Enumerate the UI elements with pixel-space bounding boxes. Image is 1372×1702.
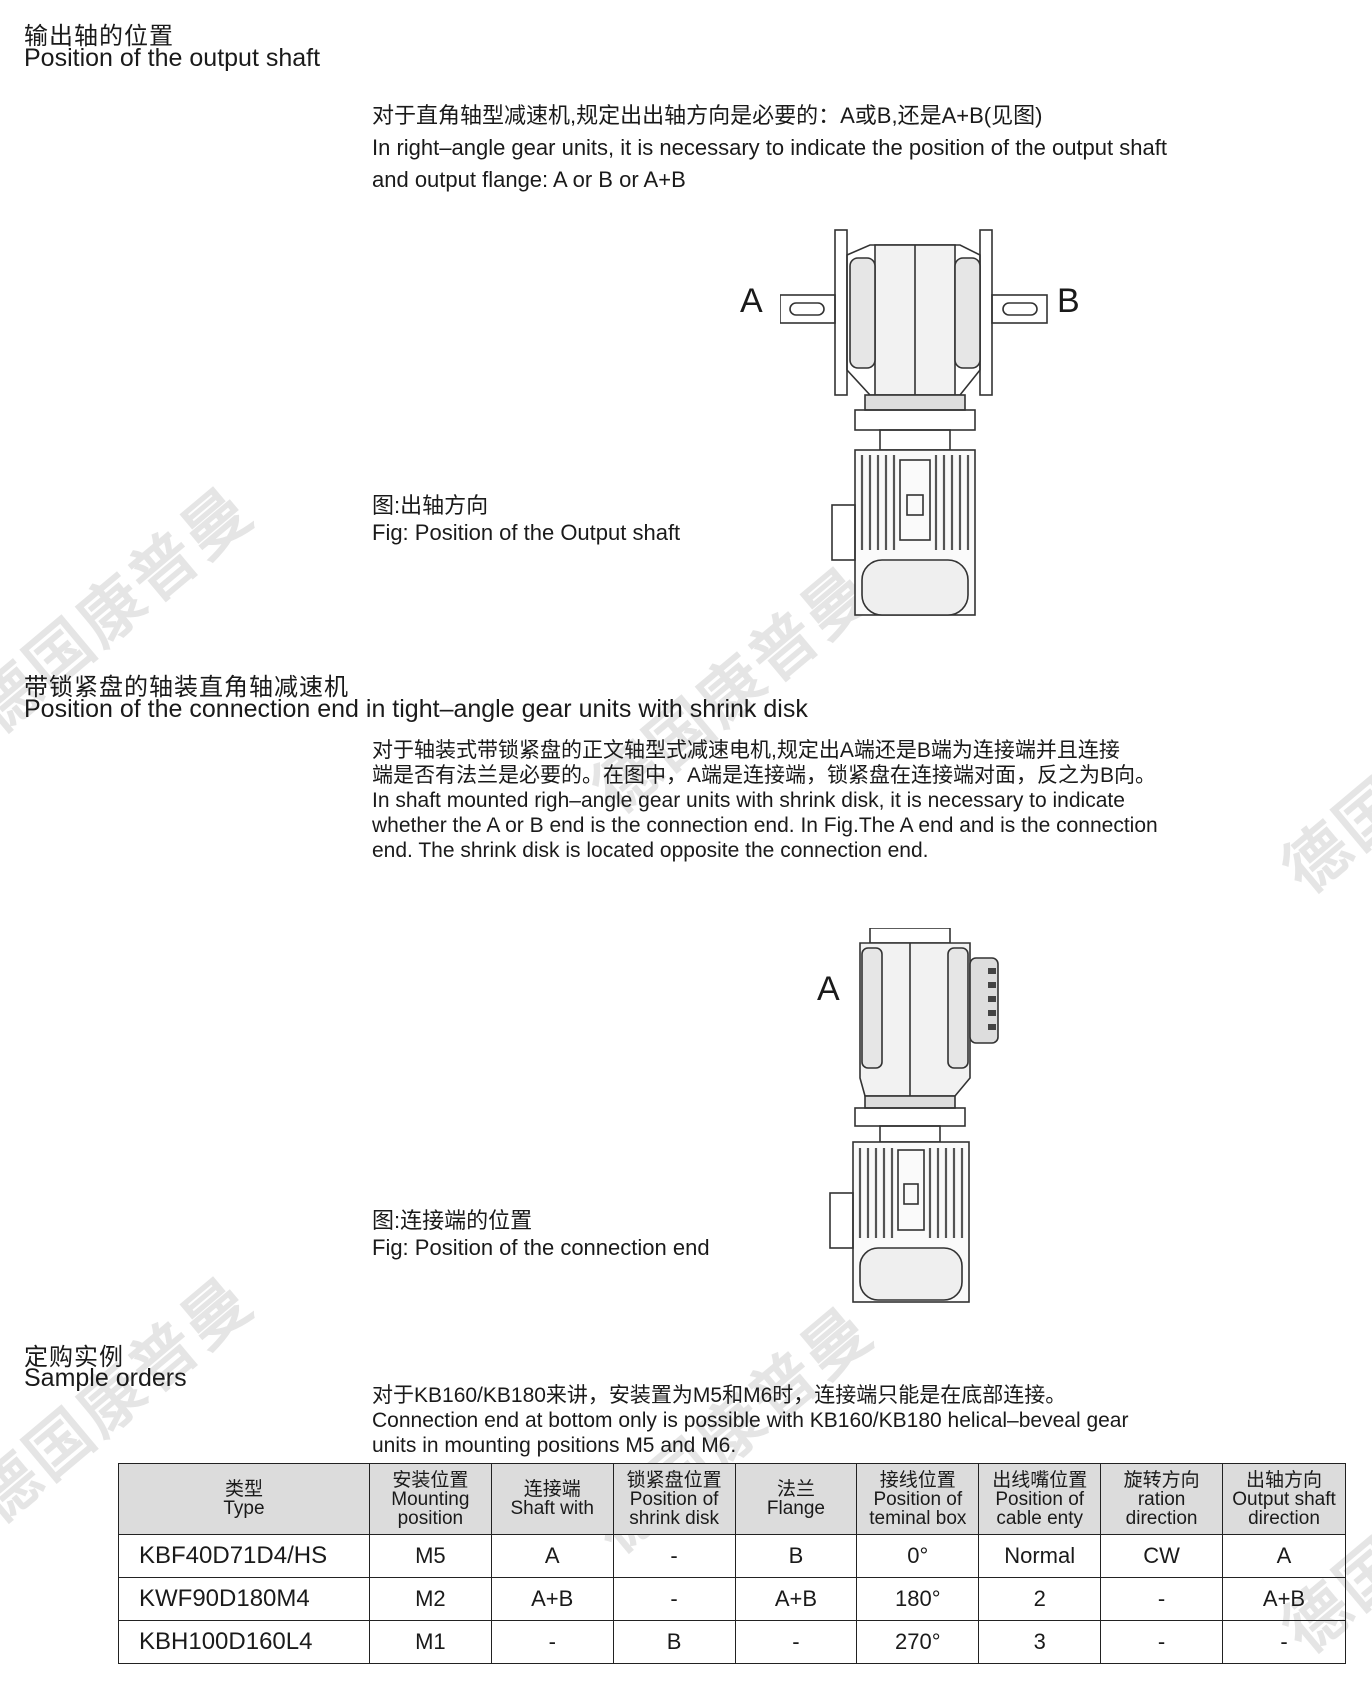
section3-para-cn: 对于KB160/KB180来讲，安装置为M5和M6时，连接端只能是在底部连接。 bbox=[372, 1384, 1067, 1407]
section2-title-cn: 带锁紧盘的轴装直角轴减速机 bbox=[24, 674, 349, 701]
cell-shaft: - bbox=[490, 1620, 614, 1664]
section3-para-en-1: Connection end at bottom only is possibl… bbox=[372, 1409, 1129, 1432]
section1-para-cn: 对于直角轴型减速机,规定出出轴方向是必要的：A或B,还是A+B(见图) bbox=[372, 103, 1043, 128]
table-row: KBF40D71D4/HS M5 A - B 0° Normal CW A bbox=[118, 1534, 1346, 1578]
watermark: 德国康普曼 bbox=[1269, 632, 1372, 907]
cell-terminal-box: 270° bbox=[856, 1620, 980, 1664]
cell-cable-entry: 3 bbox=[978, 1620, 1102, 1664]
cell-output-shaft: - bbox=[1222, 1620, 1346, 1664]
fig1-caption-en: Fig: Position of the Output shaft bbox=[372, 520, 681, 545]
cell-mounting: M5 bbox=[368, 1534, 492, 1578]
cell-flange: B bbox=[734, 1534, 858, 1578]
cell-output-shaft: A bbox=[1222, 1534, 1346, 1578]
fig2-caption-en: Fig: Position of the connection end bbox=[372, 1235, 710, 1260]
section3-title-cn: 定购实例 bbox=[24, 1344, 124, 1371]
section2-title-en: Position of the connection end in tight–… bbox=[24, 695, 808, 723]
cell-shaft: A+B bbox=[490, 1577, 614, 1621]
cell-type: KWF90D180M4 bbox=[118, 1577, 370, 1621]
cell-type: KBH100D160L4 bbox=[118, 1620, 370, 1664]
section2-para-en-1: In shaft mounted righ–angle gear units w… bbox=[372, 789, 1125, 812]
section3-para-en-2: units in mounting positions M5 and M6. bbox=[372, 1434, 737, 1457]
table-row: KBH100D160L4 M1 - B - 270° 3 - - bbox=[118, 1620, 1346, 1664]
gear-unit-shrink-disk-drawing bbox=[829, 928, 999, 1303]
section1-title-cn: 输出轴的位置 bbox=[24, 23, 174, 50]
section2-para-en-3: end. The shrink disk is located opposite… bbox=[372, 839, 929, 862]
cell-rotation: CW bbox=[1100, 1534, 1224, 1578]
label-b: B bbox=[1057, 282, 1080, 320]
cell-shrink-disk: - bbox=[612, 1577, 736, 1621]
label-a: A bbox=[740, 282, 763, 320]
cell-cable-entry: Normal bbox=[978, 1534, 1102, 1578]
cell-flange: - bbox=[734, 1620, 858, 1664]
cell-shaft: A bbox=[490, 1534, 614, 1578]
section3-title-en: Sample orders bbox=[24, 1364, 187, 1392]
label-a-connection: A bbox=[817, 970, 840, 1008]
cell-shrink-disk: - bbox=[612, 1534, 736, 1578]
cell-terminal-box: 0° bbox=[856, 1534, 980, 1578]
cell-rotation: - bbox=[1100, 1577, 1224, 1621]
section2-para-cn-2: 端是否有法兰是必要的。在图中，A端是连接端，锁紧盘在连接端对面，反之为B向。 bbox=[372, 764, 1157, 787]
table-row: KWF90D180M4 M2 A+B - A+B 180° 2 - A+B bbox=[118, 1577, 1346, 1621]
section1-title-en: Position of the output shaft bbox=[24, 44, 321, 72]
cell-mounting: M2 bbox=[368, 1577, 492, 1621]
cell-type: KBF40D71D4/HS bbox=[118, 1534, 370, 1578]
cell-shrink-disk: B bbox=[612, 1620, 736, 1664]
cell-mounting: M1 bbox=[368, 1620, 492, 1664]
cell-terminal-box: 180° bbox=[856, 1577, 980, 1621]
fig2-caption-cn: 图:连接端的位置 bbox=[372, 1208, 533, 1233]
fig1-caption-cn: 图:出轴方向 bbox=[372, 493, 489, 518]
cell-flange: A+B bbox=[734, 1577, 858, 1621]
cell-cable-entry: 2 bbox=[978, 1577, 1102, 1621]
gear-unit-ab-drawing bbox=[780, 229, 1048, 616]
cell-output-shaft: A+B bbox=[1222, 1577, 1346, 1621]
cell-rotation: - bbox=[1100, 1620, 1224, 1664]
section2-para-en-2: whether the A or B end is the connection… bbox=[372, 814, 1158, 837]
section1-para-en-1: In right–angle gear units, it is necessa… bbox=[372, 135, 1167, 160]
section2-para-cn-1: 对于轴装式带锁紧盘的正文轴型式减速电机,规定出A端还是B端为连接端并且连接 bbox=[372, 739, 1120, 762]
section1-para-en-2: and output flange: A or B or A+B bbox=[372, 167, 686, 192]
